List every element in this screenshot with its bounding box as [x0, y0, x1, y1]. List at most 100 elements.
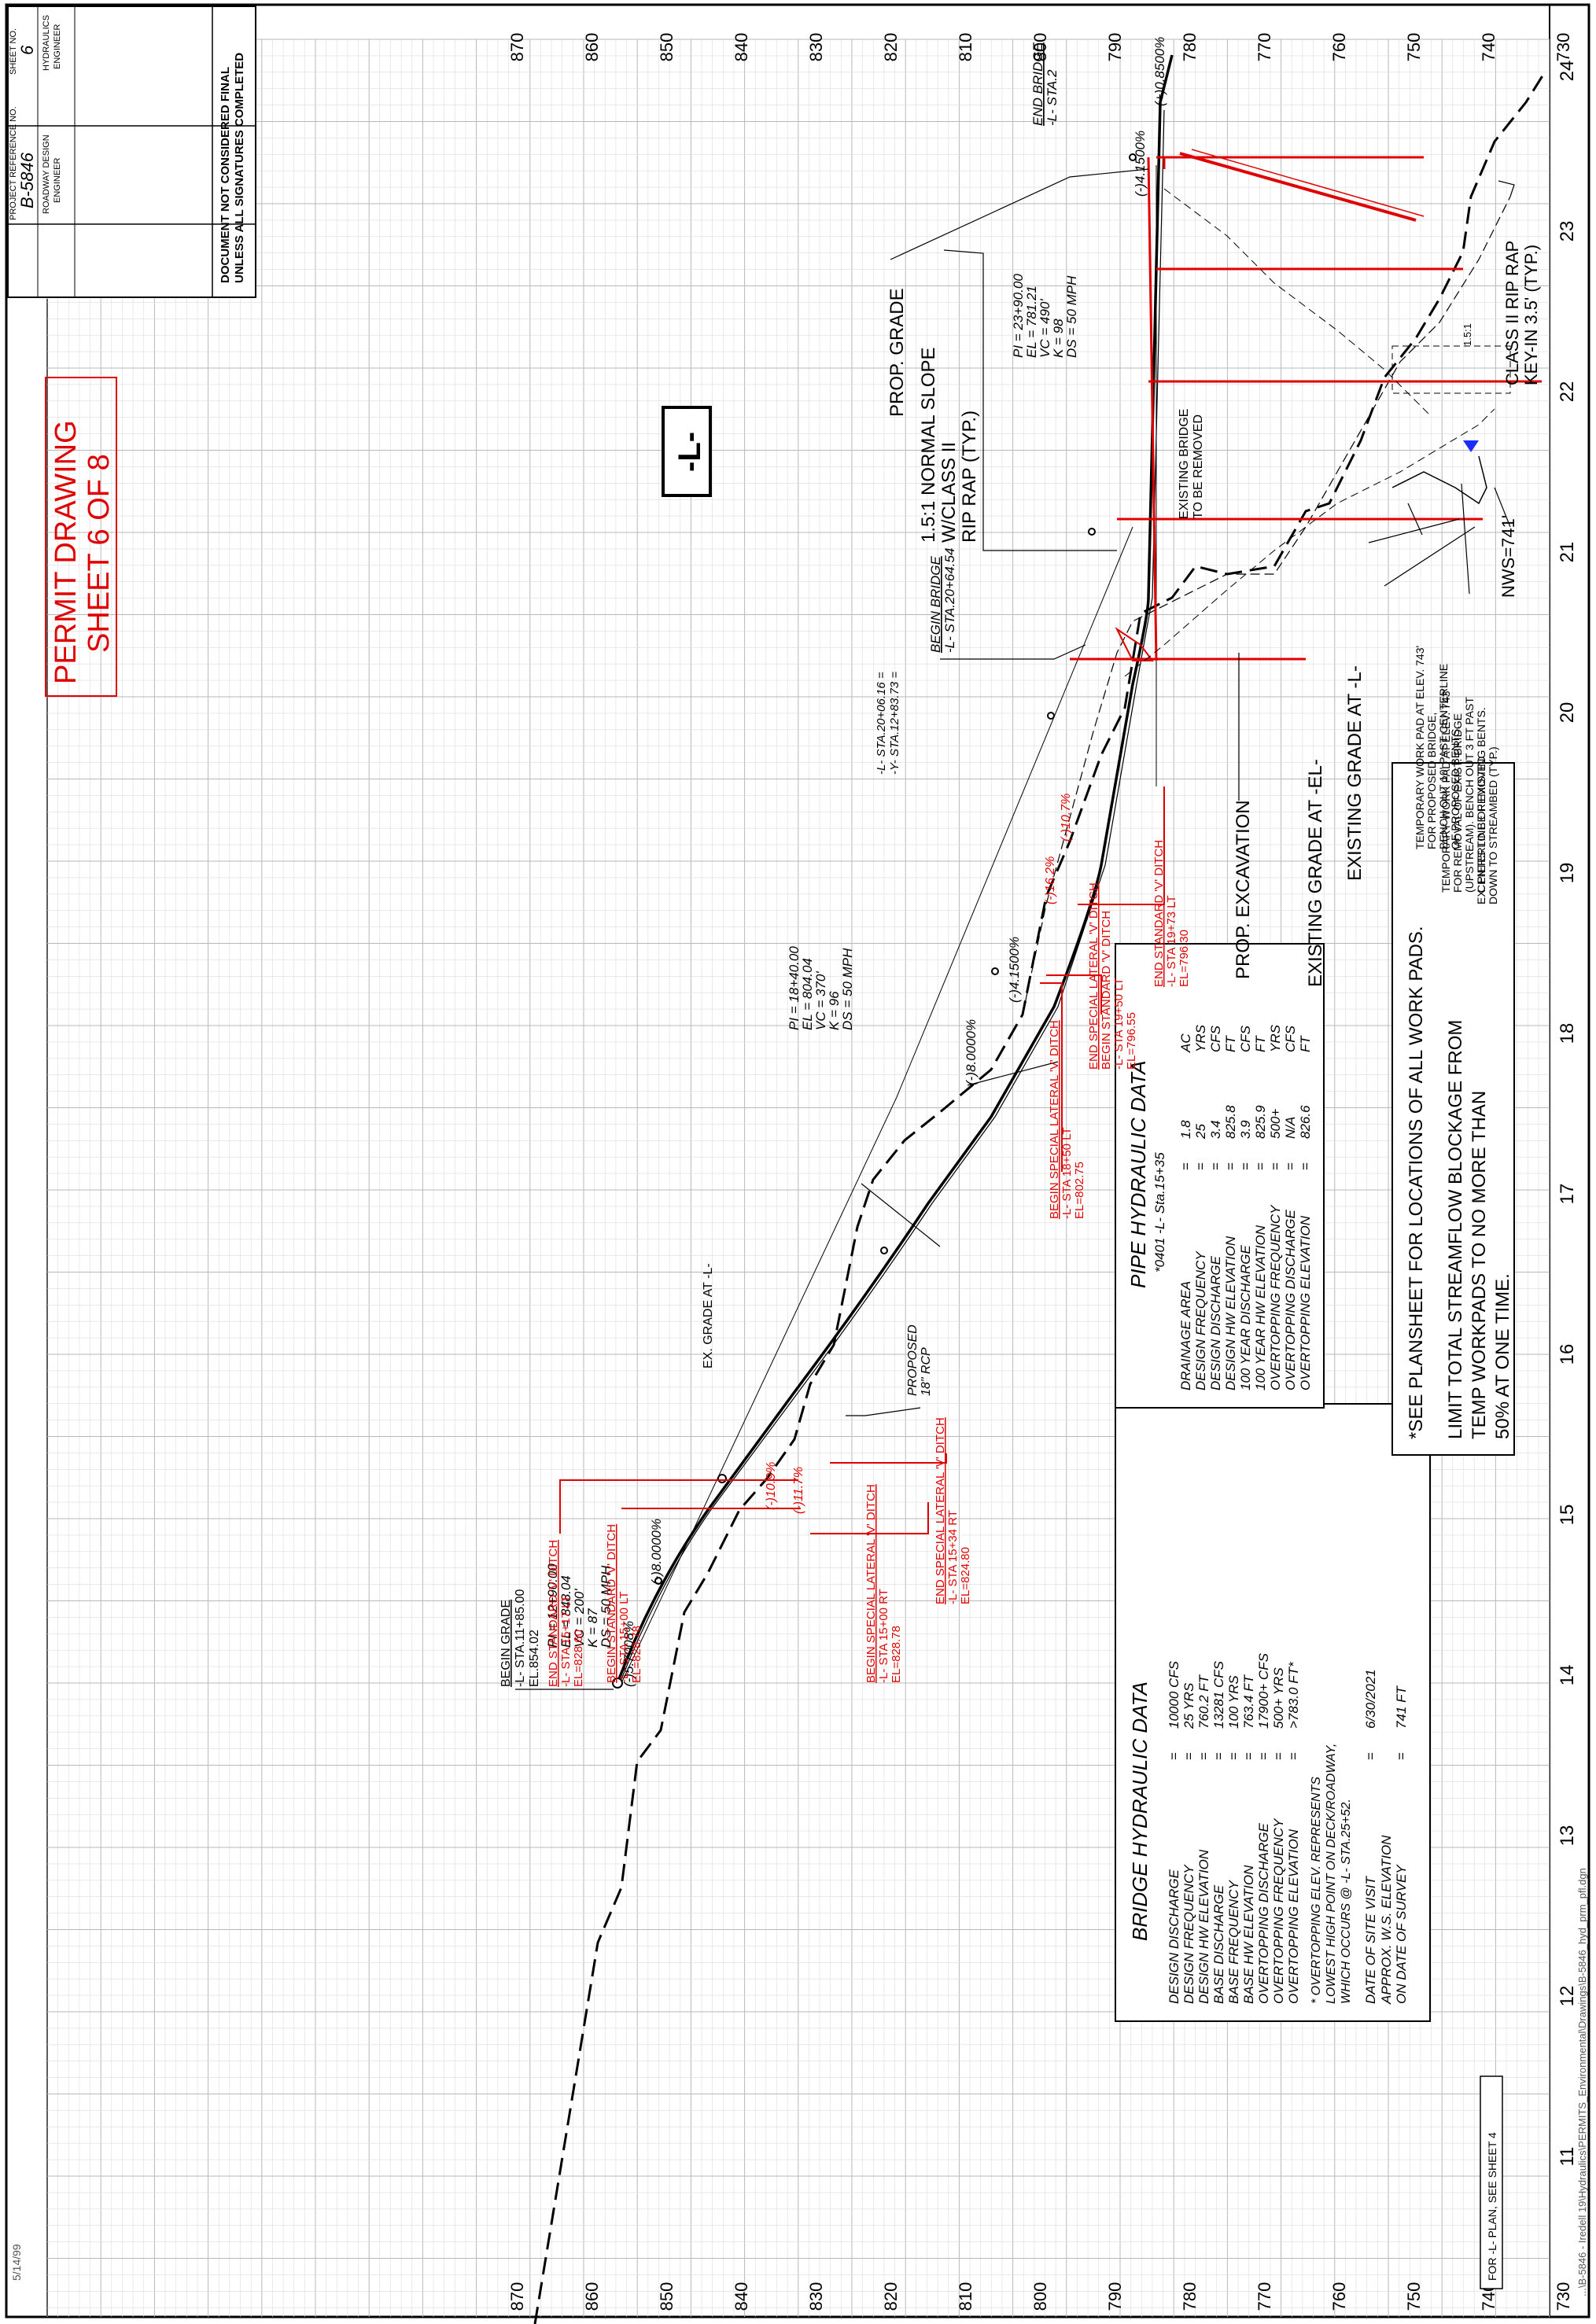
grade-label: (-)8.0000% — [649, 1519, 664, 1585]
bridge-row-value: 13281 CFS — [1211, 1660, 1226, 1729]
disclaimer-line-1: DOCUMENT NOT CONSIDERED FINAL — [219, 67, 232, 283]
elevation-tick-label: 830 — [806, 2282, 826, 2311]
end-bridge-label: -L- STA.2 — [1045, 69, 1060, 126]
station-tick-label: 13 — [1557, 1825, 1578, 1847]
existing-grade-l — [533, 70, 1547, 2324]
elevation-tick-label: 860 — [582, 2282, 602, 2311]
ditch-label: EL=828.78 — [890, 1626, 903, 1683]
svg-text:=: = — [1253, 1162, 1268, 1170]
bridge-note: * OVERTOPPING ELEV. REPRESENTS — [1310, 1777, 1323, 2004]
svg-text:FT: FT — [1253, 1035, 1268, 1052]
piers-note: DOWN TO STREAMBED (TYP.) — [1487, 746, 1499, 904]
existing-bridge-label: EXISTING BRIDGE — [1178, 409, 1191, 519]
pipe-row-value: 825.8 — [1223, 1105, 1238, 1139]
elevation-tick-label: 870 — [507, 33, 527, 62]
pipe-row-value: 3.9 — [1238, 1120, 1253, 1139]
work-pad-note: FOR REMOVAL OF EXIST. BRIDGE — [1451, 713, 1464, 893]
disclaimer-line-2: UNLESS ALL SIGNATURES COMPLETED — [233, 53, 246, 283]
elevation-tick-label: 850 — [657, 2282, 676, 2311]
pi1-label: PI = 12+90.00 — [545, 1563, 560, 1648]
bridge-section — [1070, 149, 1542, 677]
grade-label: (-)4.1500% — [1007, 937, 1022, 1003]
pvi-marker — [612, 1678, 623, 1689]
work-pad-note: OF PROPOSED BENTS. — [1449, 726, 1461, 849]
elevation-tick-label: 820 — [881, 33, 901, 62]
bridge-row-value: 760.2 FT — [1196, 1674, 1211, 1729]
pi1-label: DS = 50 MPH — [599, 1565, 614, 1648]
pi3-label: PI = 23+90.00 — [1011, 274, 1026, 358]
pipe-row-label: 100 YEAR HW ELEVATION — [1253, 1225, 1268, 1390]
svg-text:CFS: CFS — [1283, 1025, 1298, 1052]
svg-text:FT: FT — [1223, 1035, 1238, 1052]
ditch-label: END STANDARD 'V' DITCH — [1152, 840, 1166, 987]
work-pad-note: TEMPORARY WORK PAD AT ELEV. 743' — [1439, 689, 1452, 893]
svg-text:YRS: YRS — [1268, 1024, 1283, 1052]
plan-reference: FOR -L- PLAN, SEE SHEET 4 — [1486, 2132, 1498, 2281]
svg-text:=: = — [1181, 1752, 1196, 1760]
pipe-row-value: 825.9 — [1253, 1105, 1268, 1139]
sheet-no: 6 — [17, 45, 37, 55]
svg-text:ON DATE OF SURVEY: ON DATE OF SURVEY — [1394, 1864, 1409, 2004]
elevation-tick-label: 750 — [1404, 33, 1424, 62]
hydraulics-engineer-label: HYDRAULICS — [42, 15, 51, 71]
red-slope-label: (-)10.7% — [1060, 794, 1073, 842]
permit-line-2: SHEET 6 OF 8 — [83, 454, 116, 653]
sheet-no-label: SHEET NO. — [9, 28, 18, 75]
svg-text:6/30/2021: 6/30/2021 — [1363, 1669, 1378, 1729]
pipe-row-label: DRAINAGE AREA — [1178, 1281, 1193, 1390]
bridge-row-label: OVERTOPPING ELEVATION — [1286, 1829, 1301, 2004]
bridge-note: WHICH OCCURS @ -L- STA.25+52. — [1340, 1799, 1353, 2004]
pipe-hydraulic-data: PIPE HYDRAULIC DATA*0401 -L- Sta.15+35DR… — [1115, 943, 1325, 1409]
svg-text:APPROX. W.S. ELEVATION: APPROX. W.S. ELEVATION — [1379, 1835, 1394, 2005]
svg-text:=: = — [1363, 1752, 1378, 1760]
pi2-label: PI = 18+40.00 — [787, 946, 802, 1030]
elevation-tick-label: 750 — [1404, 2282, 1424, 2311]
svg-text:YRS: YRS — [1193, 1024, 1208, 1052]
pipe-row-label: DESIGN HW ELEVATION — [1223, 1236, 1238, 1390]
grade-label: (-)4.1500% — [1133, 131, 1148, 197]
leader-lines — [515, 168, 1515, 1690]
pvi-marker — [654, 1577, 662, 1585]
pipe-row-value: 500+ — [1268, 1109, 1283, 1139]
elevation-tick-label: 810 — [956, 2282, 975, 2311]
note-line: *SEE PLANSHEET FOR LOCATIONS OF ALL WORK… — [1406, 926, 1427, 1439]
ditch-label: BEGIN STANDARD 'V' DITCH — [605, 1524, 618, 1683]
pi3-label: VC = 490' — [1038, 299, 1052, 358]
alignment-label: -L- — [673, 432, 707, 472]
station-tick-label: 14 — [1557, 1665, 1578, 1686]
proposed-grade — [616, 54, 1174, 1684]
ditch-leaders — [559, 786, 1165, 1534]
station-equation: -L- STA.20+06.16 = — [875, 672, 888, 775]
work-pad-note: (UPSTREAM). BENCH OUT 3 FT PAST — [1463, 697, 1476, 893]
station-equation: -Y- STA.12+83.73 = — [888, 672, 901, 775]
pi3-label: K = 98 — [1051, 319, 1066, 358]
ditch-label: BEGIN SPECIAL LATERAL 'V' DITCH — [1048, 1020, 1061, 1219]
note-line: LIMIT TOTAL STREAMFLOW BLOCKAGE FROM — [1445, 1020, 1466, 1439]
pi1-label: EL = 848.04 — [558, 1575, 573, 1648]
existing-grade-el-label: EXISTING GRADE AT -EL- — [1305, 759, 1326, 987]
bridge-row-value: 10000 CFS — [1167, 1660, 1181, 1729]
bridge-row-value: 500+ YRS — [1271, 1667, 1286, 1729]
ditch-label: -L- STA 15+00 LT — [617, 1591, 631, 1683]
red-slope-label: (-)11.7% — [792, 1467, 805, 1514]
elevation-tick-label: 840 — [732, 2282, 751, 2311]
pipe-row-label: 100 YEAR DISCHARGE — [1238, 1244, 1253, 1390]
ditch-label: EL=802.75 — [1073, 1162, 1086, 1219]
ditch-label: EL=828.78 — [630, 1626, 643, 1683]
svg-text:=: = — [1196, 1752, 1211, 1760]
ditch-label: END SPECIAL LATERAL 'V' DITCH — [934, 1417, 947, 1604]
ditch-label: EL=796.30 — [1178, 930, 1191, 987]
normal-slope-label: W/CLASS II — [938, 442, 960, 543]
begin-abutment-riprap — [1115, 627, 1154, 661]
permit-drawing-stamp: PERMIT DRAWING SHEET 6 OF 8 — [45, 377, 117, 697]
bridge-hydraulic-title: BRIDGE HYDRAULIC DATA — [1128, 1681, 1152, 1941]
svg-text:CFS: CFS — [1208, 1025, 1223, 1052]
rcp-label: 18" RCP — [920, 1347, 933, 1396]
svg-text:ENGINEER: ENGINEER — [53, 24, 62, 69]
elevation-tick-label: 760 — [1329, 2282, 1349, 2311]
red-slope-label: (-)10.9% — [765, 1462, 778, 1510]
existing-grade-l-label: EXISTING GRADE AT -L- — [1344, 665, 1366, 881]
ditch-label: -L- STA 15+34 RT — [946, 1510, 960, 1604]
